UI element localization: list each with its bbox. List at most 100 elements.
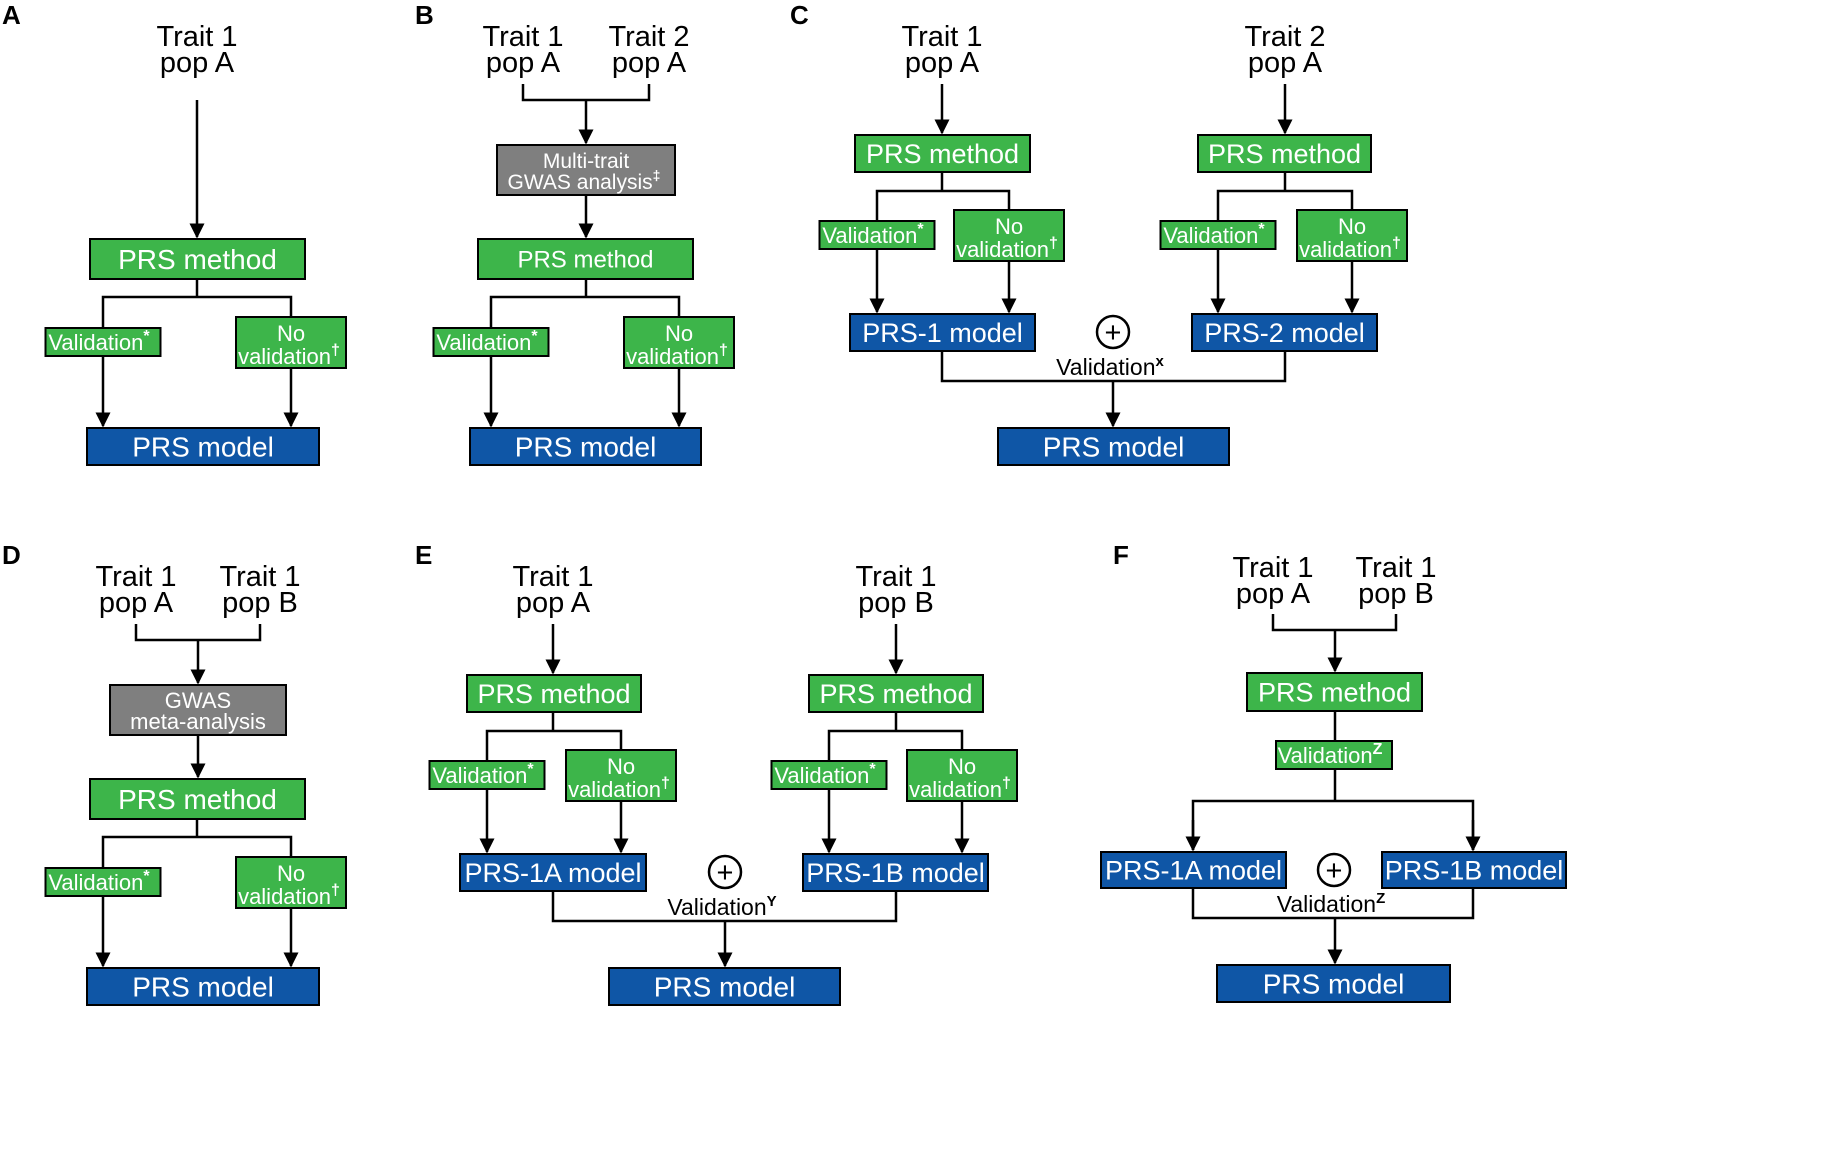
panel-c-left-validation-box-label: Validation* (822, 221, 924, 248)
panel-d-input1-line1: Trait 1 (95, 561, 176, 593)
panel-c-plus-circle (1095, 314, 1131, 350)
panel-e-right-no-validation-box-line2-superscript: † (1002, 775, 1011, 792)
panel-e-model2-box-label: PRS-1B model (806, 858, 985, 888)
panel-e-right-no-validation-box-line2: validation† (909, 775, 1011, 802)
panel-e-model2-box (802, 853, 989, 892)
panel-c-model-box-label: PRS model (1043, 432, 1185, 463)
panel-f-input1-line2: pop A (1236, 578, 1311, 610)
panel-b-input1-line1: Trait 1 (482, 21, 563, 53)
panel-b-input2-line2: pop A (612, 47, 687, 79)
panel-d-split-connector (101, 835, 293, 868)
panel-d-analysis-line1: GWAS (165, 688, 231, 713)
panel-f-method-box (1246, 672, 1423, 712)
panel-d-no-validation-box (235, 856, 347, 909)
panel-c-right-no-validation-box (1296, 209, 1408, 262)
panel-a-no-validation-box-line2-text: validation (238, 344, 331, 369)
panel-e-right-no-validation-box-line2-text: validation (909, 777, 1002, 802)
panel-b-no-validation-box-line2-text: validation (626, 344, 719, 369)
panel-c-model1-box-label: PRS-1 model (862, 318, 1023, 348)
panel-d-analysis-line2: meta-analysis (130, 709, 266, 734)
panel-c-left-no-validation-box-line2-superscript: † (1049, 235, 1058, 252)
panel-b-analysis-line1: Multi-trait (543, 150, 630, 173)
panel-f-model2-box (1381, 851, 1567, 889)
panel-b-validation-box-label-superscript: * (531, 328, 538, 345)
panel-d-analysis-box (109, 684, 287, 736)
panel-c-input2-line2: pop A (1248, 47, 1323, 79)
panel-e-combine-label-text: Validation (667, 894, 766, 920)
panel-e-model-box-label: PRS model (654, 972, 796, 1003)
panel-e-input1-line2: pop A (516, 587, 591, 619)
panel-a-no-validation-box-line1: No (277, 321, 305, 346)
panel-c-left-no-validation-box (953, 209, 1065, 262)
panel-d-model-box-label: PRS model (132, 972, 274, 1003)
panel-d-label: D (2, 540, 21, 570)
panel-b-analysis-line2-superscript: ‡ (653, 167, 661, 183)
panel-e-left-no-validation-box-line2-text: validation (568, 777, 661, 802)
panel-a-input-line1: Trait 1 (156, 21, 237, 53)
panel-c-label: C (790, 0, 809, 30)
panel-e-left-no-validation-box (565, 749, 677, 802)
panel-d-validation-box-label: Validation* (48, 868, 150, 895)
panel-c-method1-box-label: PRS method (866, 139, 1019, 169)
panel-a-validation-box-label-superscript: * (143, 328, 150, 345)
panel-b-no-validation-box-line1: No (665, 321, 693, 346)
panel-c-right-validation-box-label: Validation* (1163, 221, 1265, 248)
panel-e-left-no-validation-box-line1: No (607, 754, 635, 779)
panel-b-merge-connector (521, 84, 651, 102)
panel-c-left-no-validation-box-line2: validation† (956, 235, 1058, 262)
panel-b-validation-box-label: Validation* (436, 328, 538, 355)
panel-c-left-no-validation-box-line2-text: validation (956, 237, 1049, 262)
panel-f-plus-circle-symbol: + (1326, 855, 1343, 887)
panel-a-model-box (86, 427, 320, 466)
panel-a-validation-box-label: Validation* (48, 328, 150, 355)
panel-c-input1-line2: pop A (905, 47, 980, 79)
panel-c-combine-label-text: Validation (1056, 354, 1155, 380)
panel-e-method2-box-label: PRS method (819, 679, 972, 709)
panel-f-validation-box-label: ValidationZ (1278, 741, 1383, 768)
panel-c-model2-box-label: PRS-2 model (1204, 318, 1365, 348)
panel-e-combine-label: ValidationY (667, 893, 776, 920)
panel-e-combine-label-superscript: Y (767, 893, 777, 910)
panel-d-validation-box-label-text: Validation (48, 870, 143, 895)
panel-b-analysis-line2-text: GWAS analysis (508, 171, 653, 194)
panel-c-left-no-validation-box-line1: No (995, 214, 1023, 239)
panel-b-no-validation-box (623, 316, 735, 369)
panel-f-model1-box-label: PRS-1A model (1105, 856, 1282, 886)
panel-c-right-split-connector (1216, 189, 1354, 221)
panel-f-model-box (1216, 964, 1451, 1003)
panel-a-no-validation-box-line2: validation† (238, 342, 340, 369)
panel-d-merge-connector (134, 624, 262, 642)
panel-c-right-no-validation-box-line2: validation† (1299, 235, 1401, 262)
panel-c-left-validation-box-label-text: Validation (822, 223, 917, 248)
panel-f-model1-box (1100, 851, 1287, 889)
panel-a-no-validation-box-line2-superscript: † (331, 342, 340, 359)
panel-a-method-box (89, 238, 306, 280)
panel-c-right-validation-box (1159, 220, 1277, 250)
panel-e-plus-circle (707, 854, 743, 890)
panel-e-input1-line1: Trait 1 (512, 561, 593, 593)
panel-e-right-validation-box-label-text: Validation (774, 763, 869, 788)
panel-f-split-connector (1191, 799, 1475, 850)
panel-b-analysis-line2: GWAS analysis‡ (508, 167, 661, 194)
panel-c-combine-label: Validationx (1056, 353, 1164, 380)
panel-a-model-box-label: PRS model (132, 432, 274, 463)
panel-b-no-validation-box-line2: validation† (626, 342, 728, 369)
panel-a-input-line2: pop A (160, 47, 235, 79)
panel-e-method1-box-label: PRS method (477, 679, 630, 709)
panel-f-combine-label-text: Validation (1277, 891, 1376, 917)
panel-e-right-validation-box-label-superscript: * (869, 761, 876, 778)
panel-c-method2-box (1197, 134, 1372, 173)
panel-d-method-box-label: PRS method (118, 784, 277, 815)
panel-c-right-no-validation-box-line2-text: validation (1299, 237, 1392, 262)
panel-c-combine-label-superscript: x (1155, 353, 1164, 370)
panel-b-validation-box-label-text: Validation (436, 330, 531, 355)
panel-c-left-split-connector (875, 189, 1011, 221)
panel-c-left-validation-box-label-superscript: * (917, 221, 924, 238)
panel-f-input2-line1: Trait 1 (1355, 552, 1436, 584)
panel-f-label: F (1113, 540, 1129, 570)
panel-e-right-validation-box (770, 760, 888, 790)
panel-b-method-box (477, 238, 694, 280)
panel-f-merge-connector (1271, 614, 1398, 632)
panel-e-model-box (608, 967, 841, 1006)
